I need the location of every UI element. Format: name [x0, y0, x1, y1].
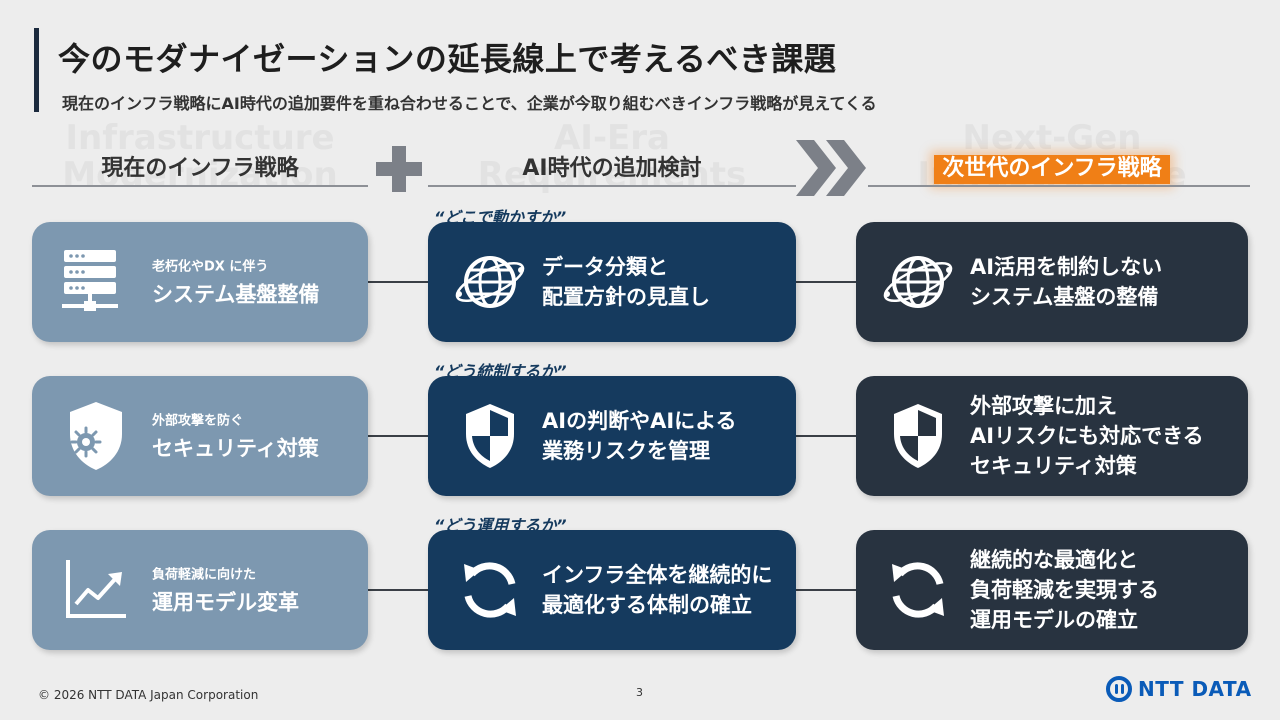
card-subtext: 老朽化やDX に伴う [152, 259, 269, 275]
column-heading-current: 現在のインフラ戦略 [101, 156, 299, 181]
card-text: 負荷軽減に向けた 運用モデル変革 [152, 564, 299, 617]
connector-line [796, 589, 856, 591]
shield-icon [894, 404, 942, 468]
card-line: 負荷軽減を実現する [970, 578, 1159, 602]
globe-icon [883, 256, 953, 308]
connector-line [796, 435, 856, 437]
column-underline-current [32, 185, 368, 187]
shield-virus-icon [70, 402, 122, 470]
next-gen-card: 継続的な最適化と 負荷軽減を実現する 運用モデルの確立 [856, 530, 1248, 650]
current-strategy-card: 負荷軽減に向けた 運用モデル変革 [32, 530, 368, 650]
card-line: AI活用を制約しない [970, 255, 1163, 279]
column-heading-next: 次世代のインフラ戦略 [902, 150, 1202, 184]
card-text: AIの判断やAIによる 業務リスクを管理 [542, 406, 737, 466]
card-text: AI活用を制約しない システム基盤の整備 [970, 252, 1162, 312]
copyright-text: © 2026 NTT DATA Japan Corporation [38, 688, 259, 702]
card-text: 継続的な最適化と 負荷軽減を実現する 運用モデルの確立 [970, 545, 1159, 635]
ai-requirement-card: AIの判断やAIによる 業務リスクを管理 [428, 376, 796, 496]
card-line: 最適化する体制の確立 [542, 593, 752, 617]
column-underline-ai [428, 185, 796, 187]
card-text: データ分類と 配置方針の見直し [542, 252, 710, 312]
trend-chart-icon [66, 560, 126, 618]
refresh-icon [892, 562, 944, 618]
card-line: 配置方針の見直し [542, 285, 710, 309]
card-line: 業務リスクを管理 [542, 439, 710, 463]
connector-line [368, 435, 428, 437]
page-number: 3 [636, 686, 643, 699]
card-line: システム基盤の整備 [970, 285, 1159, 309]
card-text: インフラ全体を継続的に 最適化する体制の確立 [542, 560, 772, 620]
card-subtext: 負荷軽減に向けた [152, 567, 257, 583]
card-line: 運用モデルの確立 [970, 608, 1138, 632]
logo-mark-icon [1106, 676, 1132, 702]
double-chevron-icon [796, 140, 866, 196]
connector-line [368, 589, 428, 591]
card-line: セキュリティ対策 [970, 454, 1137, 478]
ai-requirement-card: インフラ全体を継続的に 最適化する体制の確立 [428, 530, 796, 650]
page-title: 今のモダナイゼーションの延長線上で考えるべき課題 [58, 40, 837, 78]
card-line: AIリスクにも対応できる [970, 424, 1204, 448]
column-underline-next [868, 185, 1250, 187]
page-subtitle: 現在のインフラ戦略にAI時代の追加要件を重ね合わせることで、企業が今取り組むべき… [62, 94, 877, 113]
globe-icon [455, 256, 525, 308]
card-main-text: セキュリティ対策 [152, 436, 319, 461]
card-main-text: 運用モデル変革 [152, 590, 299, 615]
card-subtext: 外部攻撃を防ぐ [152, 413, 244, 429]
ghost-text-current: Infrastructure Modernization [62, 118, 338, 195]
next-gen-card: 外部攻撃に加え AIリスクにも対応できる セキュリティ対策 [856, 376, 1248, 496]
connector-line [368, 281, 428, 283]
server-icon [62, 250, 118, 311]
shield-icon [466, 404, 514, 468]
connector-line [796, 281, 856, 283]
ntt-data-logo: NTT DATA [1106, 676, 1252, 702]
card-text: 老朽化やDX に伴う システム基盤整備 [152, 256, 319, 309]
card-main-text: システム基盤整備 [152, 282, 320, 307]
card-line: AIの判断やAIによる [542, 409, 737, 433]
card-line: 継続的な最適化と [970, 548, 1138, 572]
card-line: 外部攻撃に加え [970, 394, 1117, 418]
logo-text: NTT DATA [1138, 677, 1252, 701]
plus-icon [374, 146, 424, 192]
current-strategy-card: 外部攻撃を防ぐ セキュリティ対策 [32, 376, 368, 496]
ai-requirement-card: データ分類と 配置方針の見直し [428, 222, 796, 342]
card-line: データ分類と [542, 255, 668, 279]
column-heading-next-label: 次世代のインフラ戦略 [934, 155, 1170, 184]
card-line: インフラ全体を継続的に [542, 563, 773, 587]
column-heading-ai: AI時代の追加検討 [522, 156, 702, 181]
current-strategy-card: 老朽化やDX に伴う システム基盤整備 [32, 222, 368, 342]
card-text: 外部攻撃に加え AIリスクにも対応できる セキュリティ対策 [970, 391, 1204, 481]
refresh-icon [464, 562, 516, 618]
next-gen-card: AI活用を制約しない システム基盤の整備 [856, 222, 1248, 342]
ghost-text-ai: AI-Era Requirements [477, 118, 747, 195]
card-text: 外部攻撃を防ぐ セキュリティ対策 [152, 410, 319, 463]
title-accent-bar [34, 28, 39, 112]
